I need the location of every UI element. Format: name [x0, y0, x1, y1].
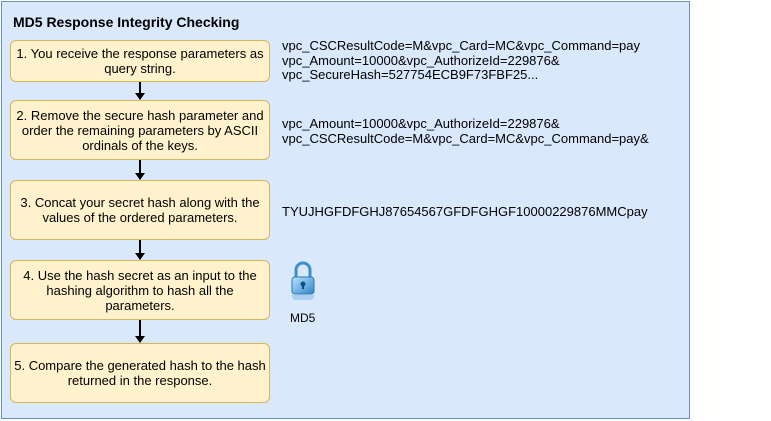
step-2-remove-and-order: 2. Remove the secure hash parameter and …	[10, 100, 270, 160]
ordered-line: vpc_Amount=10000&vpc_AuthorizeId=229876&	[282, 116, 560, 131]
arrow-step4-to-step5	[135, 320, 145, 343]
step-5-compare-hash: 5. Compare the generated hash to the has…	[10, 343, 270, 403]
ordered-params-note: vpc_Amount=10000&vpc_AuthorizeId=229876&…	[282, 116, 649, 146]
query-line: vpc_CSCResultCode=M&vpc_Card=MC&vpc_Comm…	[282, 38, 641, 53]
diagram-title: MD5 Response Integrity Checking	[13, 14, 240, 30]
lock-icon	[291, 261, 315, 300]
arrow-step2-to-step3	[135, 160, 145, 180]
arrow-step1-to-step2	[135, 82, 145, 100]
md5-label: MD5	[290, 311, 316, 325]
query-line: vpc_SecureHash=527754ECB9F73FBF25...	[282, 67, 539, 82]
query-line: vpc_Amount=10000&vpc_AuthorizeId=229876&	[282, 52, 560, 68]
arrow-step3-to-step4	[135, 240, 145, 260]
query-string-note: vpc_CSCResultCode=M&vpc_Card=MC&vpc_Comm…	[282, 38, 641, 83]
step-1-receive-parameters: 1. You receive the response parameters a…	[10, 40, 270, 82]
concat-string-note: TYUJHGFDFGHJ87654567GFDFGHGF10000229876M…	[282, 204, 648, 219]
step-4-hash-parameters: 4. Use the hash secret as an input to th…	[10, 260, 270, 320]
ordered-line: vpc_CSCResultCode=M&vpc_Card=MC&vpc_Comm…	[282, 130, 649, 146]
step-3-concat-secret: 3. Concat your secret hash along with th…	[10, 180, 270, 240]
